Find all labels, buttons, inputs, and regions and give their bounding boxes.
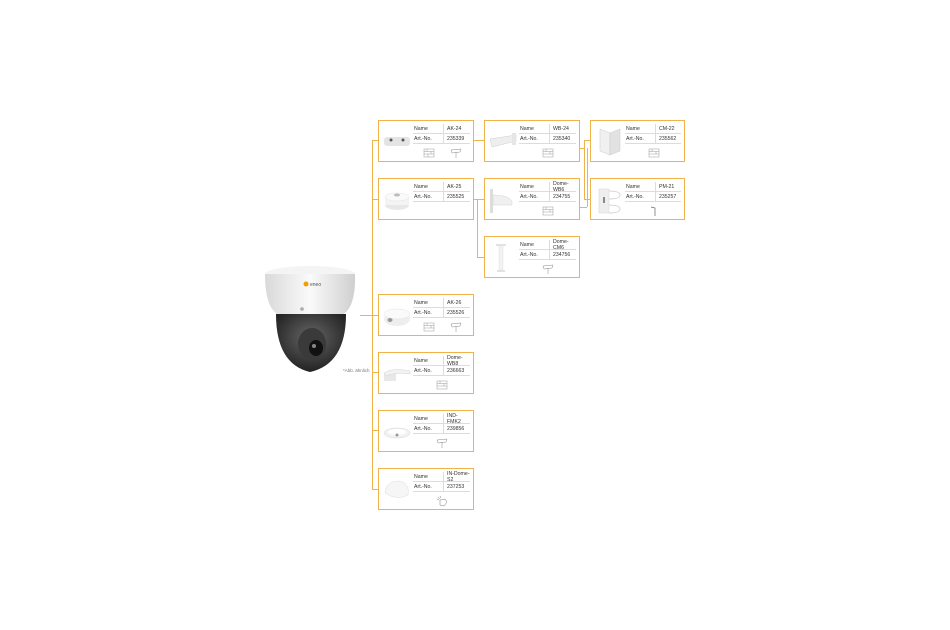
junction-box-image	[384, 192, 410, 210]
article-number: 239856	[443, 424, 470, 433]
art-no-label: Art.-No.	[520, 193, 538, 200]
wall-bracket-image	[490, 189, 513, 213]
sun-shield-image	[384, 480, 409, 498]
product-name: IN-Dome-S2	[443, 471, 470, 483]
wall-mount-icon	[542, 148, 554, 158]
name-label: Name	[414, 125, 428, 132]
name-label: Name	[414, 183, 428, 190]
ak25-branch-h	[473, 199, 484, 201]
article-number: 237253	[443, 482, 470, 491]
product-name: AK-26	[443, 298, 470, 307]
junction-box-image	[384, 137, 410, 146]
domewb8-connector	[372, 372, 378, 374]
camera-connector	[360, 315, 373, 317]
ceiling-pipe-image	[496, 244, 506, 272]
indomes2-connector	[372, 489, 378, 491]
domecm6-connector	[477, 257, 484, 259]
product-name: IND-FMK2	[443, 413, 470, 425]
accessory-card-indfmk2[interactable]: Name IND-FMK2 Art.-No. 239856	[378, 410, 474, 452]
pole-mount-icon	[650, 206, 655, 216]
art-no-label: Art.-No.	[414, 367, 432, 374]
pm21-connector	[584, 199, 590, 201]
article-number: 236663	[443, 366, 470, 375]
art-no-label: Art.-No.	[414, 425, 432, 432]
product-name: WB-24	[549, 124, 576, 133]
ceiling-mount-icon	[542, 264, 554, 274]
wall-mount-icon	[423, 148, 434, 158]
product-name: PM-21	[655, 182, 681, 191]
name-label: Name	[414, 357, 428, 364]
name-label: Name	[626, 183, 640, 190]
wall-mount-icon	[436, 380, 448, 390]
name-label: Name	[520, 241, 534, 248]
article-number: 235526	[443, 308, 470, 317]
ceiling-mount-icon	[450, 322, 461, 332]
article-number: 235340	[549, 134, 576, 143]
cm22-connector	[584, 140, 590, 142]
article-number: 235339	[443, 134, 470, 143]
product-name: Dome-WB6	[549, 181, 576, 193]
domewb6-vertical	[587, 148, 589, 207]
product-name: AK-24	[443, 124, 470, 133]
accessory-card-ak24[interactable]: Name AK-24 Art.-No. 235339	[378, 120, 474, 162]
art-no-label: Art.-No.	[626, 193, 644, 200]
accessory-card-ak26[interactable]: Name AK-26 Art.-No. 235526	[378, 294, 474, 336]
product-name: Dome-CM6	[549, 239, 576, 251]
wb24-out	[579, 148, 584, 150]
name-label: Name	[414, 299, 428, 306]
art-no-label: Art.-No.	[520, 251, 538, 258]
wall-mount-icon	[648, 148, 659, 158]
ak26-connector	[372, 315, 378, 317]
wall-bracket-image	[489, 133, 517, 148]
accessory-card-pm21[interactable]: Name PM-21 Art.-No. 235257	[590, 178, 685, 220]
art-no-label: Art.-No.	[414, 193, 432, 200]
accessory-card-indomes2[interactable]: Name IN-Dome-S2 Art.-No. 237253	[378, 468, 474, 510]
caption-illustration-similar: *Abb. ähnlich	[343, 368, 370, 373]
art-no-label: Art.-No.	[414, 483, 432, 490]
domewb6-out	[579, 207, 587, 209]
weather-cover-icon	[436, 495, 448, 507]
accessory-card-domecm6[interactable]: Name Dome-CM6 Art.-No. 234756	[484, 236, 580, 278]
ceiling-mount-icon	[436, 438, 448, 448]
dome-camera-image: eneo	[262, 264, 362, 378]
flush-mount-kit-image	[383, 427, 411, 439]
product-name: Dome-WB8	[443, 355, 470, 367]
name-label: Name	[414, 415, 428, 422]
ak25-branch-v	[477, 199, 479, 257]
accessory-card-ak25[interactable]: Name AK-25 Art.-No. 235525	[378, 178, 474, 220]
ak24-connector	[372, 140, 378, 142]
brand-logo: eneo	[310, 282, 321, 288]
article-number: 235562	[655, 134, 681, 143]
wall-bracket-image	[383, 369, 411, 381]
ak24-wb24-connector	[473, 140, 484, 142]
accessory-card-domewb8[interactable]: Name Dome-WB8 Art.-No. 236663	[378, 352, 474, 394]
product-name: CM-22	[655, 124, 681, 133]
art-no-label: Art.-No.	[414, 135, 432, 142]
junction-box-image	[383, 308, 411, 326]
wb24-vertical	[584, 140, 586, 199]
accessory-card-wb24[interactable]: Name WB-24 Art.-No. 235340	[484, 120, 580, 162]
wall-mount-icon	[542, 206, 554, 216]
art-no-label: Art.-No.	[626, 135, 644, 142]
article-number: 235257	[655, 192, 681, 201]
ak25-connector	[372, 199, 378, 201]
name-label: Name	[414, 473, 428, 480]
name-label: Name	[626, 125, 640, 132]
art-no-label: Art.-No.	[520, 135, 538, 142]
article-number: 235525	[443, 192, 470, 201]
art-no-label: Art.-No.	[414, 309, 432, 316]
product-name: AK-25	[443, 182, 470, 191]
indfmk2-connector	[372, 430, 378, 432]
accessory-card-cm22[interactable]: Name CM-22 Art.-No. 235562	[590, 120, 685, 162]
name-label: Name	[520, 125, 534, 132]
accessory-card-domewb6[interactable]: Name Dome-WB6 Art.-No. 234755	[484, 178, 580, 220]
article-number: 234756	[549, 250, 576, 259]
ceiling-mount-icon	[450, 148, 461, 158]
pole-mount-image	[598, 188, 621, 214]
article-number: 234755	[549, 192, 576, 201]
corner-mount-image	[599, 128, 621, 156]
name-label: Name	[520, 183, 534, 190]
wall-mount-icon	[423, 322, 434, 332]
